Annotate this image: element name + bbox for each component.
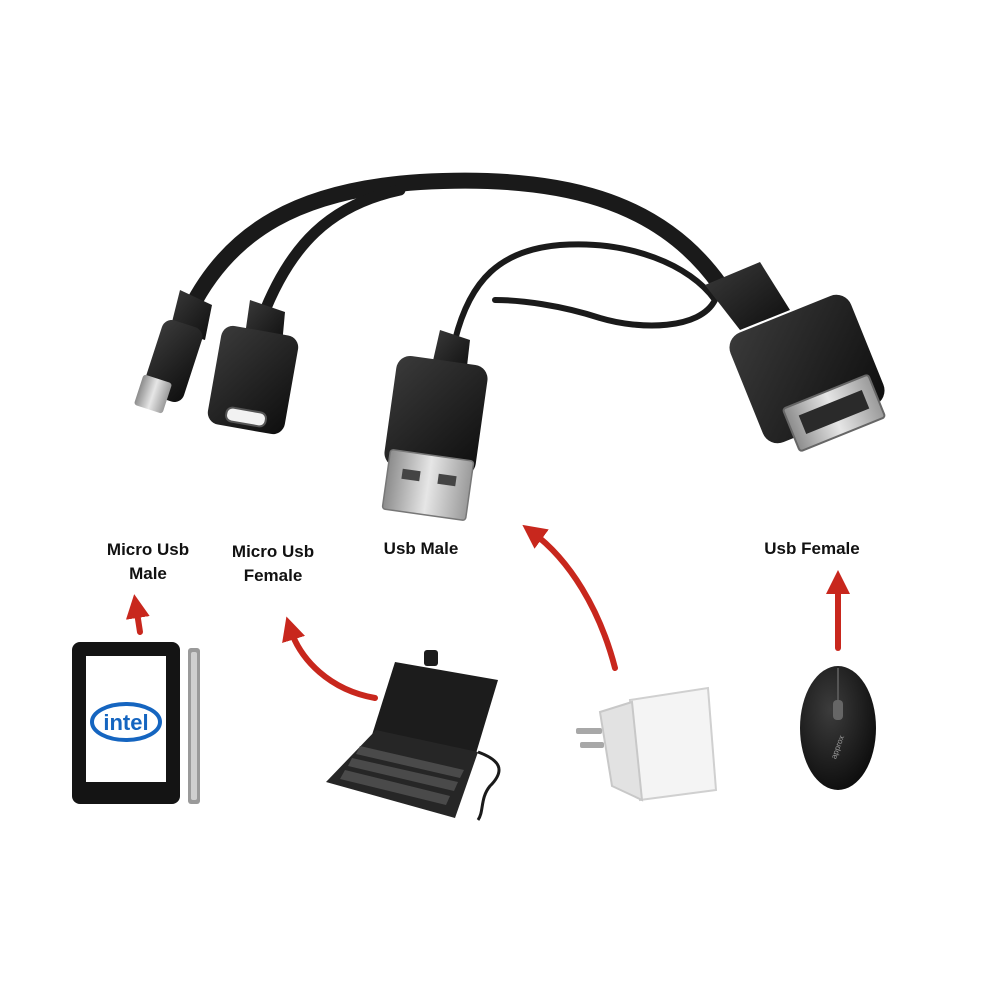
label-micro-usb-female: Micro Usb Female (212, 540, 334, 588)
label-micro-usb-male-line1: Micro Usb (106, 540, 190, 559)
tablet-brand-text: intel (103, 710, 148, 735)
wireless-mouse-device: approx (800, 666, 876, 790)
label-micro-usb-male: Micro Usb Male (88, 538, 208, 586)
arrow-to-micro-female (282, 616, 378, 701)
wall-charger-device (576, 686, 718, 802)
arrows (125, 524, 850, 701)
label-usb-female: Usb Female (742, 537, 882, 561)
tablet-device: intel (72, 642, 200, 804)
branch-cable-micro-female (256, 184, 406, 324)
label-usb-male-text: Usb Male (383, 539, 459, 558)
label-micro-usb-female-line2: Female (243, 566, 303, 585)
main-cable (182, 172, 728, 318)
micro-usb-male-connector (134, 290, 212, 414)
thin-cable-usb-male (452, 241, 719, 343)
label-usb-female-text: Usb Female (764, 539, 860, 558)
label-micro-usb-female-line1: Micro Usb (231, 542, 315, 561)
arrow-to-usb-male (522, 524, 618, 671)
arrow-to-micro-male (125, 594, 150, 635)
label-usb-male: Usb Male (362, 537, 480, 561)
otg-y-cable (134, 172, 886, 521)
keyboard-case-device (326, 650, 501, 821)
label-micro-usb-male-line2: Male (129, 564, 167, 583)
micro-usb-female-connector (207, 300, 299, 435)
usb-female-connector (705, 262, 886, 452)
usb-male-connector (381, 330, 488, 521)
